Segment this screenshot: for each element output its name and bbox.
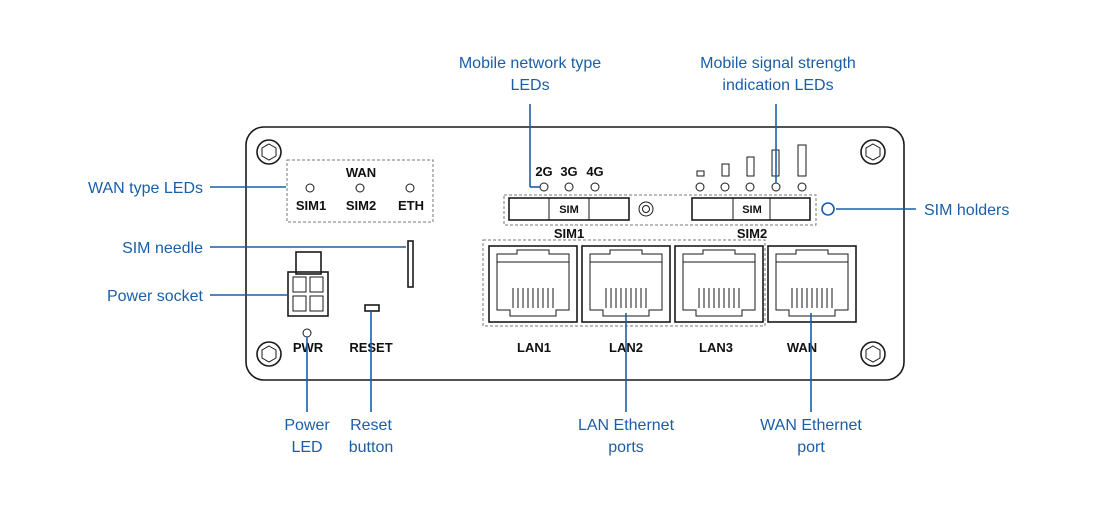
net-4g-led [590,182,600,192]
sim2-holder [691,197,811,221]
lan1-port [488,245,578,323]
screw-bottom-left [256,341,282,367]
wan-led-sim2-label: SIM2 [346,198,376,213]
signal-led-5 [797,182,807,192]
net-2g-label: 2G [535,164,552,179]
sim-holders-marker [821,202,835,216]
signal-led-1 [695,182,705,192]
signal-bar-3 [746,156,755,177]
sim2-label: SIM2 [737,226,767,241]
callout-mobile-signal-line2: indication LEDs [722,77,833,94]
signal-bar-1 [696,170,705,177]
device-body [245,126,905,381]
callout-wan-port-line2: port [797,439,825,456]
net-3g-led [564,182,574,192]
lan3-port [674,245,764,323]
callout-sim-holders: SIM holders [924,202,1009,219]
callout-mobile-network-type-line2: LEDs [510,77,549,94]
wan-led-sim1 [305,183,315,193]
sim2-slot-label: SIM [742,204,762,216]
lan-ports-group-outline [482,239,766,327]
wan-port-label: WAN [787,340,817,355]
signal-bar-2 [721,163,730,177]
wan-port [767,245,857,323]
wan-led-eth [405,183,415,193]
sim1-holder [508,197,630,221]
signal-bar-5 [797,144,807,177]
screw-top-right [860,139,886,165]
screw-bottom-right [860,341,886,367]
net-4g-label: 4G [586,164,603,179]
wan-led-sim2 [355,183,365,193]
callout-lan-ports-line2: ports [608,439,644,456]
signal-led-3 [745,182,755,192]
callout-reset-button-line2: button [349,439,393,456]
callout-lan-ports-line1: LAN Ethernet [578,417,675,434]
sim-eject-button [638,201,654,217]
wan-led-group-outline [286,159,434,223]
lan1-label: LAN1 [517,340,551,355]
screw-top-left [256,139,282,165]
power-led [302,328,312,338]
net-3g-label: 3G [560,164,577,179]
wan-led-eth-label: ETH [398,198,424,213]
callout-power-socket: Power socket [107,288,204,305]
callout-power-led-line2: LED [291,439,322,456]
callout-mobile-signal-line1: Mobile signal strength [700,55,856,72]
reset-button [364,304,380,312]
sim1-label: SIM1 [554,226,584,241]
wan-led-sim1-label: SIM1 [296,198,326,213]
power-socket [287,251,329,317]
signal-led-4 [771,182,781,192]
callout-wan-type-leds: WAN type LEDs [88,180,203,197]
signal-led-2 [720,182,730,192]
callout-sim-needle: SIM needle [122,240,203,257]
callout-wan-port-line1: WAN Ethernet [760,417,862,434]
wan-led-title: WAN [346,165,376,180]
lan2-port [581,245,671,323]
sim1-slot-label: SIM [559,204,579,216]
callout-mobile-network-type-line1: Mobile network type [459,55,601,72]
lan3-label: LAN3 [699,340,733,355]
net-2g-led [539,182,549,192]
callout-power-led-line1: Power [284,417,330,434]
sim-needle [407,240,414,288]
sim-holder-group-outline [503,194,817,226]
pwr-label: PWR [293,340,324,355]
callout-reset-button-line1: Reset [350,417,392,434]
